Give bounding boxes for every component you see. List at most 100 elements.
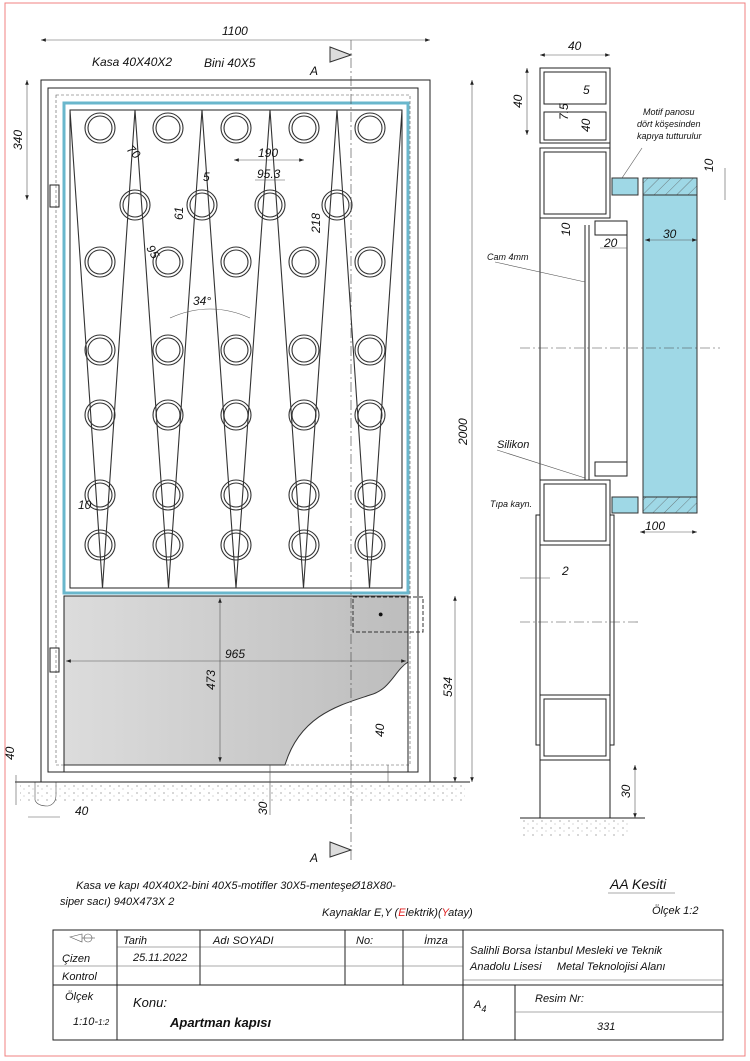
dim-stop-length: 40 — [579, 118, 593, 132]
hinge-bottom — [49, 647, 60, 673]
section-title: AA Kesiti — [609, 876, 667, 892]
motif-loop — [288, 246, 320, 278]
bead-top — [594, 220, 628, 236]
motif-loop-inner — [324, 192, 350, 218]
motif-loop — [288, 334, 320, 366]
motif-loop-inner — [223, 249, 249, 275]
motif-loop — [354, 399, 386, 431]
dim-frame-width: 40 — [75, 804, 89, 818]
dim-bar-thickness: 5 — [203, 170, 210, 184]
dim-loop-diameter: 70 — [124, 142, 144, 162]
motif-loop — [152, 529, 184, 561]
dim-bottom-rail: 40 — [373, 723, 387, 737]
motif-loop — [354, 112, 386, 144]
drawing-no-label: Resim Nr: — [535, 993, 584, 1005]
dim-panel-width: 965 — [225, 647, 245, 661]
motif-loop — [84, 334, 116, 366]
section-mark-top: A — [309, 64, 318, 78]
dim-floor-depth: 40 — [3, 746, 17, 760]
motif-loop-inner — [155, 482, 181, 508]
hinge-top — [49, 184, 60, 208]
drawn-by-label: Çizen — [62, 953, 90, 965]
checked-by-label: Kontrol — [62, 971, 97, 983]
dim-offset: 7.5 — [557, 103, 571, 120]
motif-loop — [220, 334, 252, 366]
school-line-2: Anadolu Lisesi Metal Teknolojisi Alanı — [469, 961, 665, 973]
glass-border — [62, 101, 410, 595]
motif-loop — [288, 399, 320, 431]
motif-loop — [152, 479, 184, 511]
motif-loop-inner — [223, 532, 249, 558]
dim-sheet: 2 — [561, 564, 569, 578]
front-view: ● 1100 Kasa 40X40X2 Bini 40X5 A A 340 70… — [3, 24, 474, 865]
note-motif-3: kapıya tutturulur — [637, 131, 703, 141]
motif-loop — [354, 529, 386, 561]
section-view: 40 40 7.5 5 40 Motif panosu dört köşesin… — [487, 39, 726, 917]
motif-loop — [254, 189, 286, 221]
motif-loop — [186, 189, 218, 221]
door-tube-top — [539, 147, 611, 219]
dim-height-total: 2000 — [456, 418, 470, 446]
sheet-border — [4, 2, 746, 1057]
motif-loop-inner — [87, 532, 113, 558]
motif-loop-inner — [87, 115, 113, 141]
motif-loop-inner — [122, 192, 148, 218]
lock-box — [352, 596, 424, 633]
motif-loop — [220, 112, 252, 144]
motif-loop — [84, 246, 116, 278]
motif-loop — [220, 246, 252, 278]
motif-loop — [119, 189, 151, 221]
lower-panel — [63, 595, 409, 773]
note-motif-1: Motif panosu — [643, 107, 695, 117]
lock-icon: ● — [378, 609, 383, 619]
dim-gap: 10 — [78, 498, 92, 512]
title-block: Tarih Adı SOYADI No: İmza Çizen 25.11.20… — [52, 929, 724, 1041]
motif-loop — [84, 399, 116, 431]
school-line-1: Salihli Borsa İstanbul Mesleki ve Teknik — [470, 945, 663, 957]
motif-loop-inner — [291, 249, 317, 275]
projection-symbol-icon — [69, 933, 95, 943]
motif-loop — [152, 399, 184, 431]
section-arrow-top — [329, 46, 353, 63]
kick-plate — [63, 595, 409, 766]
dim-half-spacing: 95.3 — [257, 167, 281, 181]
motif-loop — [288, 529, 320, 561]
date-value: 25.11.2022 — [132, 952, 187, 964]
motif-loop — [288, 479, 320, 511]
motif-pattern — [69, 109, 403, 589]
motif-loop-inner — [357, 249, 383, 275]
label-stop: Bini 40X5 — [204, 56, 256, 70]
dim-stop-thickness: 5 — [583, 83, 590, 97]
motif-loop-inner — [291, 337, 317, 363]
dim-ring: 95 — [143, 243, 162, 262]
no-header: No: — [356, 935, 373, 947]
motif-loop — [288, 112, 320, 144]
subject-value: Apartman kapısı — [169, 1015, 272, 1030]
scale-label: Ölçek — [65, 991, 94, 1003]
motif-loop-inner — [223, 402, 249, 428]
motif-loop — [220, 399, 252, 431]
dim-tube-width: 40 — [568, 39, 582, 53]
motif-loop-inner — [87, 337, 113, 363]
motif-loop — [354, 246, 386, 278]
motif-loop-inner — [357, 482, 383, 508]
section-mark-bottom: A — [309, 851, 318, 865]
motif-loop — [321, 189, 353, 221]
motif-loop — [220, 479, 252, 511]
motif-tab-bottom — [611, 496, 639, 514]
dim-row-pitch: 218 — [309, 213, 323, 234]
dim-loop-spacing: 190 — [258, 146, 278, 160]
dim-section-floor: 30 — [619, 784, 633, 798]
motif-loop-inner — [291, 115, 317, 141]
name-header: Adı SOYADI — [212, 935, 274, 947]
motif-loop-inner — [291, 532, 317, 558]
motif-loop-inner — [155, 115, 181, 141]
dim-gap-10: 10 — [559, 222, 573, 236]
motif-loop-inner — [291, 402, 317, 428]
dim-bead: 20 — [603, 236, 618, 250]
motif-loop-inner — [223, 482, 249, 508]
dim-tube-height: 40 — [511, 94, 525, 108]
motif-loop-inner — [155, 532, 181, 558]
note-motif-2: dört köşesinden — [637, 119, 701, 129]
